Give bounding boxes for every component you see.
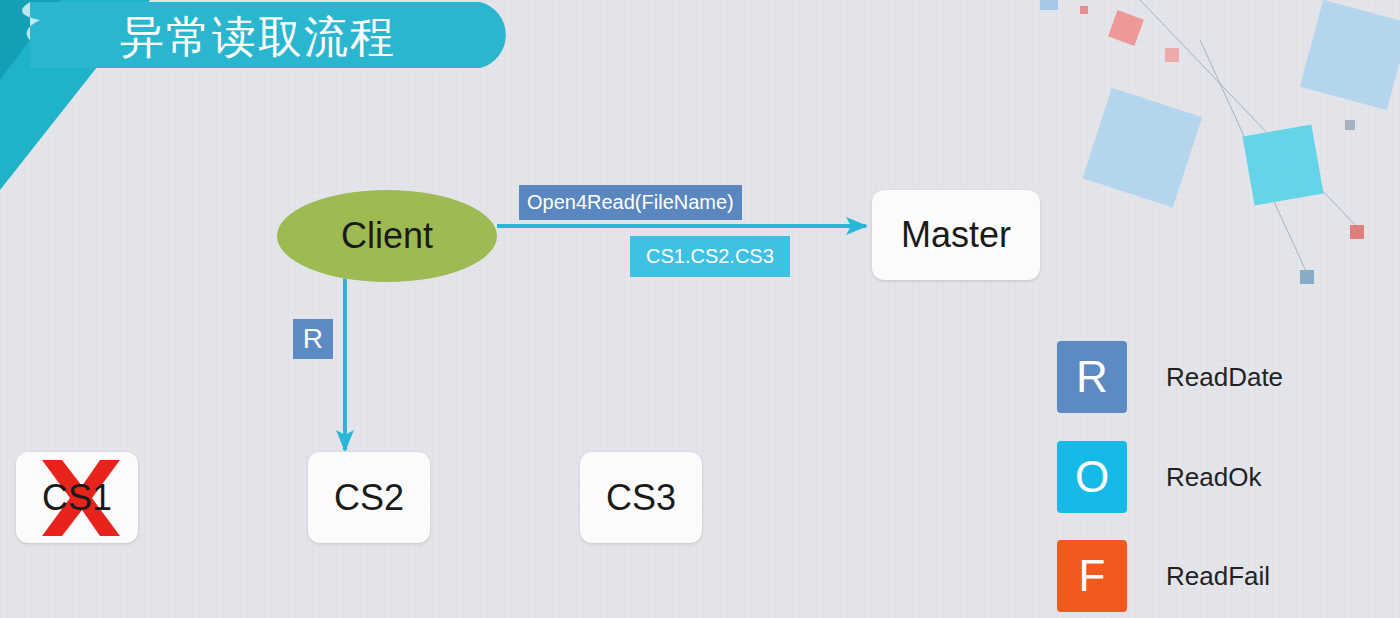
- legend-text: ReadFail: [1166, 561, 1270, 592]
- node-label: CS3: [606, 477, 676, 519]
- server-box: CS2: [308, 452, 430, 543]
- arrow-connector: [497, 224, 866, 228]
- title-text: 异常读取流程: [120, 8, 396, 67]
- legend-text: ReadOk: [1166, 462, 1261, 493]
- reply-label: CS1.CS2.CS3: [630, 236, 790, 277]
- legend-text: ReadDate: [1166, 362, 1283, 393]
- server-box: CS1: [16, 452, 138, 543]
- node-label: CS2: [334, 477, 404, 519]
- legend-swatch: O: [1057, 441, 1127, 513]
- arrow-connector: [343, 279, 347, 450]
- legend-letter: F: [1079, 551, 1106, 601]
- legend-swatch: R: [1057, 341, 1127, 413]
- legend-letter: R: [1076, 352, 1108, 402]
- legend-swatch: F: [1057, 540, 1127, 612]
- legend-letter: O: [1075, 452, 1109, 502]
- edge-label: Open4Read(FileName): [519, 185, 742, 220]
- server-box: CS3: [580, 452, 702, 543]
- server-box: Master: [872, 190, 1040, 280]
- edge-label: R: [293, 319, 333, 359]
- node-label: Master: [901, 214, 1011, 256]
- client-ellipse: Client: [277, 190, 497, 282]
- node-label: CS1: [42, 477, 112, 519]
- node-label: Client: [341, 215, 433, 257]
